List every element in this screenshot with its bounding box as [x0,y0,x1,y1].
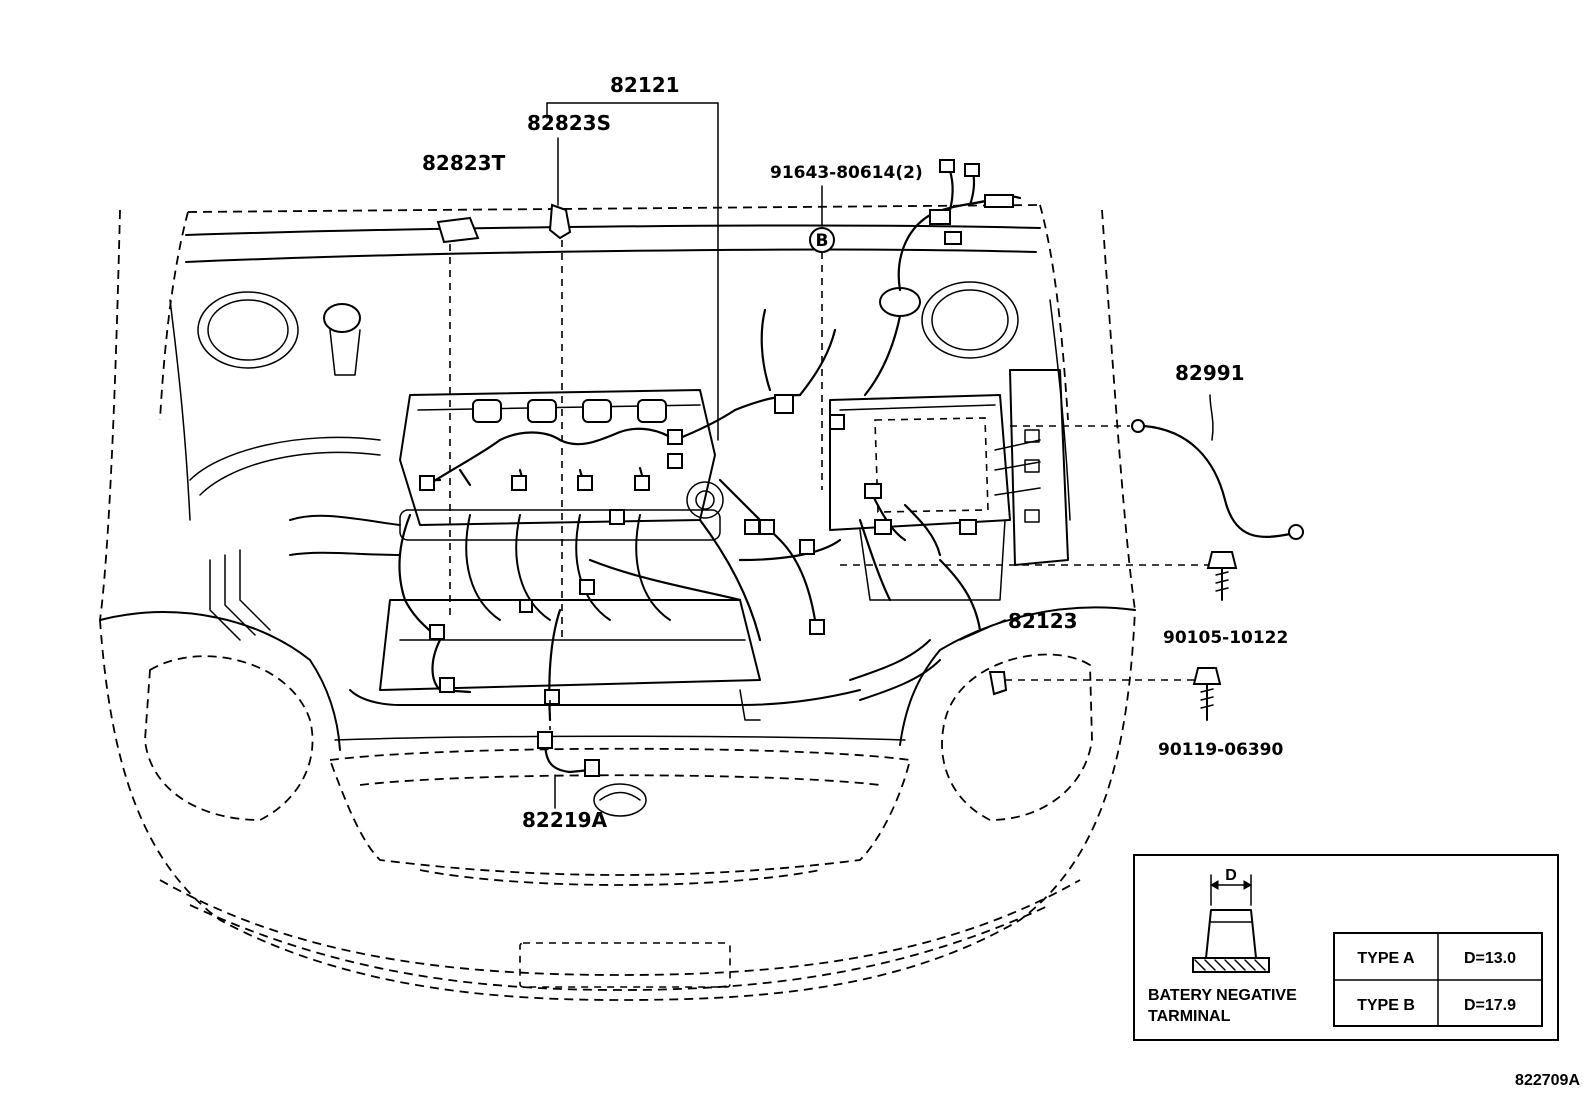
label-82823S: 82823S [527,111,611,135]
inset-caption-line1: BATERY NEGATIVE [1148,987,1297,1004]
engine-wire-harness [398,308,845,722]
table-row-type-a-label: TYPE A [1357,950,1415,967]
label-82121: 82121 [610,73,680,97]
engine-assembly [189,287,1069,741]
part-82823S-connector [548,137,572,640]
inset-caption-line2: TARMINAL [1148,1008,1231,1025]
harness-82123 [858,439,1041,632]
table-row-type-b-label: TYPE B [1357,997,1415,1014]
harness-firewall-branch [897,159,1022,292]
terminal-type-table: TYPE A D=13.0 TYPE B D=17.9 [1333,932,1543,1027]
battery-terminal-inset: D BATERY NEGATIVE TARMINAL TYPE A D=13.0… [1133,854,1559,1041]
figure-number: 822709A [1515,1072,1580,1089]
clamp-b-letter: B [816,231,829,251]
inset-dimension-d: D [1225,867,1237,884]
label-82823T: 82823T [422,151,506,175]
label-82219A: 82219A [522,808,608,832]
part-90119-bolt [988,667,1222,721]
table-row-type-b-value: D=17.9 [1464,997,1516,1014]
label-91643-80614: 91643-80614(2) [770,163,923,183]
clamp-b-callout: B [809,227,835,253]
label-90119-06390: 90119-06390 [1158,740,1284,760]
label-90105-10122: 90105-10122 [1163,628,1288,648]
label-82991: 82991 [1175,361,1245,385]
table-row-type-a-value: D=13.0 [1464,950,1516,967]
part-82823T-connector [436,216,480,620]
label-82123: 82123 [1008,609,1078,633]
part-90105-bolt [840,551,1238,601]
leader-82121 [546,102,719,441]
car-body-outline [99,204,1136,1001]
part-82219A-sensor [537,700,600,809]
part-82991-battery-cable [1010,394,1304,540]
